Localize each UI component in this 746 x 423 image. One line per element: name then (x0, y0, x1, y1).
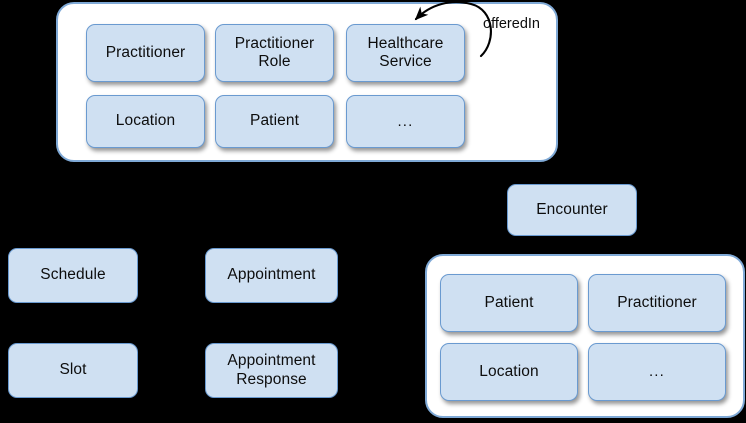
resource-box-practitioner-role[interactable]: Practitioner Role (215, 24, 334, 82)
resource-box-label: ... (397, 112, 414, 130)
edge-label-offered-in: offeredIn (483, 16, 540, 32)
resource-box-label-line2: Service (379, 53, 432, 70)
resource-box-label: Encounter (536, 200, 608, 218)
resource-box-label-line1: Practitioner (234, 34, 315, 52)
resource-box-healthcare-service[interactable]: Healthcare Service (346, 24, 465, 82)
resource-box-label: Practitioner (617, 293, 697, 311)
resource-box-label-line2: Response (236, 370, 307, 388)
resource-box-location-top[interactable]: Location (86, 95, 205, 148)
resource-box-label: Patient (484, 293, 534, 311)
resource-box-appointment-response[interactable]: Appointment Response (205, 343, 338, 398)
resource-box-label: Location (479, 362, 539, 380)
resource-box-slot[interactable]: Slot (8, 343, 138, 398)
resource-box-label: Schedule (40, 266, 106, 284)
resource-box-encounter[interactable]: Encounter (507, 184, 637, 236)
resource-box-label: Healthcare Service (351, 35, 460, 72)
resource-box-label: ... (648, 363, 666, 381)
resource-box-more-encounter[interactable]: ... (588, 343, 726, 401)
resource-box-label-line1: Healthcare (367, 34, 444, 52)
resource-box-label: Slot (59, 361, 87, 379)
resource-box-appointment[interactable]: Appointment (205, 248, 338, 303)
resource-box-patient-encounter[interactable]: Patient (440, 274, 578, 332)
resource-box-practitioner[interactable]: Practitioner (86, 24, 205, 82)
resource-box-label: Location (115, 112, 176, 130)
resource-box-location-encounter[interactable]: Location (440, 343, 578, 401)
resource-box-more-top[interactable]: ... (346, 95, 465, 148)
resource-box-schedule[interactable]: Schedule (8, 248, 138, 303)
resource-box-label: Practitioner (105, 43, 186, 61)
resource-box-practitioner-encounter[interactable]: Practitioner (588, 274, 726, 332)
resource-box-label-line2: Role (258, 53, 291, 70)
resource-box-label: Practitioner Role (220, 35, 329, 72)
offered-in-self-loop-arrow (414, 1, 492, 58)
resource-box-label: Appointment Response (210, 352, 333, 389)
resource-box-label: Appointment (227, 266, 316, 284)
resource-box-label: Patient (250, 112, 299, 130)
resource-box-patient-top[interactable]: Patient (215, 95, 334, 148)
resource-box-label-line1: Appointment (227, 352, 316, 370)
